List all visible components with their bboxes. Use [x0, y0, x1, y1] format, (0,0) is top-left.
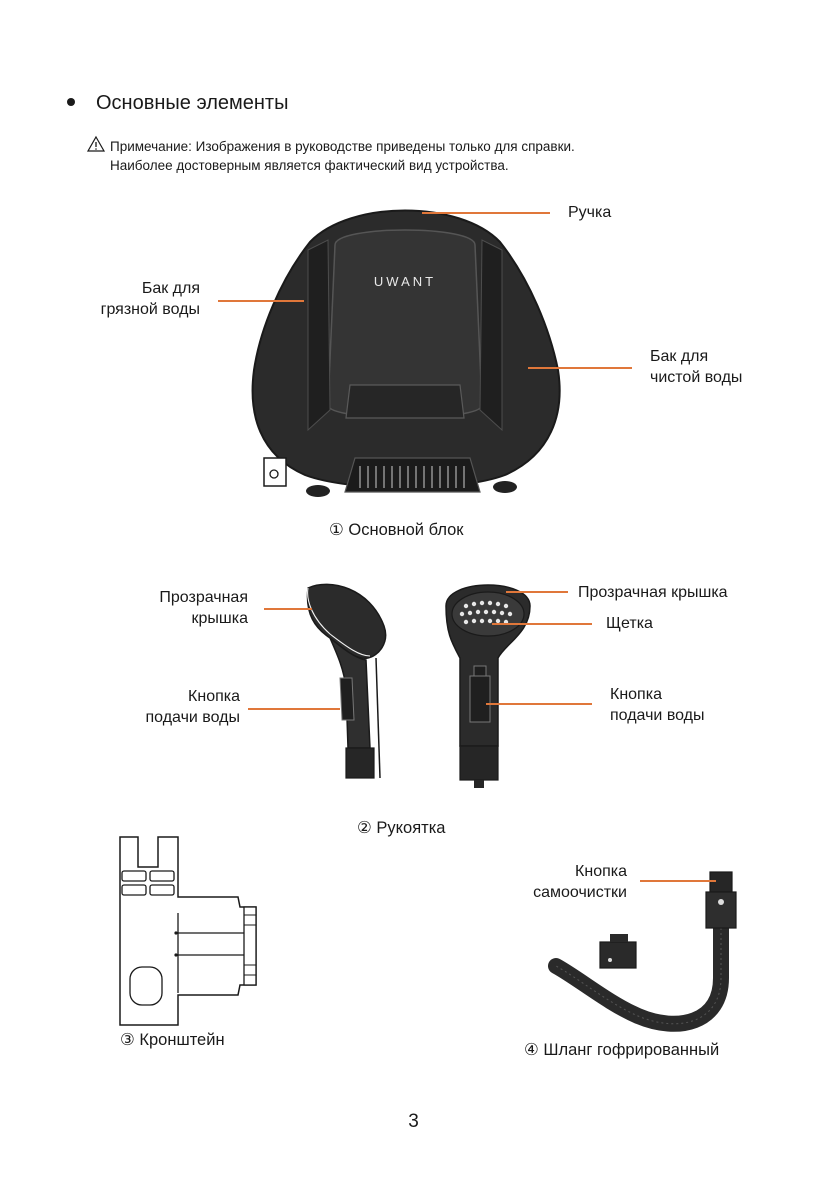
label-dirty-tank-line-2: грязной воды [100, 301, 200, 318]
label-self-clean-line-1: Кнопка [575, 863, 627, 880]
main-unit-illustration: UWANT [251, 209, 561, 497]
caption-handle: ② Рукоятка [357, 819, 446, 837]
label-clean-tank-line-2: чистой воды [650, 369, 743, 386]
label-cover-left-line-2: крышка [191, 610, 248, 627]
label-self-clean: Кнопка самоочистки [495, 861, 627, 903]
bracket-illustration [119, 836, 257, 1026]
label-dirty-tank-line-1: Бак для [141, 280, 200, 297]
brand-logo: UWANT [374, 274, 436, 289]
caption-bracket: ③ Кронштейн [120, 1031, 225, 1049]
label-button-left: Кнопка подачи воды [112, 686, 240, 728]
label-cover-left-line-1: Прозрачная [159, 589, 248, 606]
warning-icon [86, 135, 106, 152]
label-button-left-line-1: Кнопка [188, 688, 240, 705]
section-title: Основные элементы [96, 92, 289, 114]
note-line-2: Наиболее достоверным является фактически… [110, 158, 509, 173]
label-cover-left: Прозрачная крышка [120, 587, 248, 629]
leader-line [264, 608, 312, 610]
note-text: Примечание: Изображения в руководстве пр… [110, 137, 575, 175]
page-number: 3 [408, 1111, 419, 1132]
label-brush: Щетка [606, 615, 653, 632]
label-dirty-tank: Бак для грязной воды [70, 278, 200, 320]
leader-line [218, 300, 304, 302]
label-self-clean-line-2: самоочистки [533, 884, 627, 901]
leader-line [248, 708, 340, 710]
label-button-left-line-2: подачи воды [145, 709, 240, 726]
label-clean-tank-line-1: Бак для [650, 348, 709, 365]
leader-line [492, 623, 592, 625]
hose-illustration [548, 871, 737, 1032]
label-button-right-line-1: Кнопка [610, 686, 662, 703]
caption-main-unit: ① Основной блок [329, 521, 464, 539]
note-line-1: Примечание: Изображения в руководстве пр… [110, 139, 575, 154]
label-button-right-line-2: подачи воды [610, 707, 705, 724]
leader-line [506, 591, 568, 593]
label-cover-right: Прозрачная крышка [578, 584, 728, 601]
leader-line [528, 367, 632, 369]
leader-line [422, 212, 550, 214]
leader-line [640, 880, 716, 882]
label-handle: Ручка [568, 204, 612, 221]
leader-line [486, 703, 592, 705]
label-button-right: Кнопка подачи воды [610, 684, 705, 726]
label-clean-tank: Бак для чистой воды [650, 346, 742, 388]
handle-front-illustration [445, 584, 531, 788]
handle-side-illustration [306, 583, 387, 779]
caption-hose: ④ Шланг гофрированный [524, 1041, 720, 1059]
bullet-dot [67, 98, 75, 106]
